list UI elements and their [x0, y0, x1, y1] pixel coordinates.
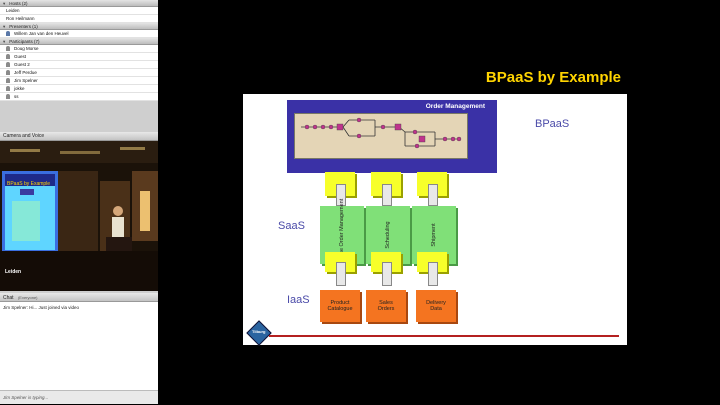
- logo-text: Tilburg: [252, 329, 266, 334]
- participant-row[interactable]: Doug Morse: [0, 45, 158, 53]
- order-management-label: Order Management: [425, 103, 485, 110]
- participant-row[interactable]: Guest 2: [0, 61, 158, 69]
- iaas-label-text: Delivery Data: [426, 299, 446, 313]
- connector-stem: [382, 262, 392, 286]
- participant-icon: [6, 62, 10, 67]
- connector-stem: [336, 262, 346, 286]
- participant-icon: [6, 94, 10, 99]
- chat-message-author: Jim Spelner:: [3, 305, 29, 310]
- iaas-delivery-data: Delivery Data: [416, 290, 456, 322]
- slide-title: BPaaS by Example: [485, 69, 621, 86]
- collapse-triangle-icon[interactable]: ▾: [3, 24, 6, 29]
- participant-icon: [6, 54, 10, 59]
- presenter-icon: [6, 31, 10, 36]
- saas-service-label: Scheduling: [385, 221, 391, 249]
- workflow-graph: [301, 117, 462, 149]
- process-diagram: [294, 113, 468, 159]
- chat-message-text: Hi... Just joined via video: [29, 305, 80, 310]
- participant-name: Guest 2: [14, 61, 30, 67]
- host-row[interactable]: Leiden: [0, 7, 158, 15]
- participant-name: ss: [14, 93, 19, 99]
- participant-row[interactable]: ss: [0, 93, 158, 101]
- iaas-label-text: Sales Orders: [377, 299, 395, 313]
- hosts-header[interactable]: ▾ Hosts (2): [0, 0, 158, 7]
- chat-scope[interactable]: (Everyone): [17, 295, 38, 300]
- host-row[interactable]: Ron Heilmann: [0, 15, 158, 23]
- participant-icon: [6, 86, 10, 91]
- presentation-slide: BPaaS by Example Order Management: [243, 58, 627, 346]
- iaas-label: IaaS: [287, 294, 310, 306]
- iaas-label-text: Product Catalogue: [327, 299, 353, 313]
- connector-stem: [382, 184, 392, 206]
- bpaas-label: BPaaS: [535, 118, 570, 130]
- collapse-triangle-icon[interactable]: ▾: [3, 1, 6, 6]
- camera-video[interactable]: BPaaS by Example Leiden: [0, 141, 158, 291]
- collapse-triangle-icon[interactable]: ▾: [3, 39, 6, 44]
- participants-header[interactable]: ▾ Participants (7): [0, 38, 158, 45]
- presenters-header[interactable]: ▾ Presenters (1): [0, 23, 158, 30]
- chat-input[interactable]: Jim Spelner is typing...: [0, 390, 158, 404]
- chat-messages: Jim Spelner: Hi... Just joined via video: [0, 302, 158, 390]
- camera-scene: BPaaS by Example: [0, 141, 158, 291]
- camera-header: Camera and Voice: [0, 132, 158, 141]
- participant-row[interactable]: Jim Spelner: [0, 77, 158, 85]
- hosts-header-label: Hosts (2): [9, 1, 28, 6]
- host-name: Leiden: [6, 7, 20, 13]
- saas-service-label: Shipment: [431, 223, 437, 247]
- presenter-row[interactable]: Willem Jan van den Heuvel: [0, 30, 158, 38]
- participant-icon: [6, 46, 10, 51]
- chat-message: Jim Spelner: Hi... Just joined via video: [3, 305, 155, 310]
- camera-label: Leiden: [5, 269, 22, 275]
- presenters-header-label: Presenters (1): [9, 24, 38, 29]
- participant-name: Guest: [14, 53, 27, 59]
- participant-icon: [6, 78, 10, 83]
- camera-screen-title: BPaaS by Example: [7, 181, 50, 187]
- chat-header: Chat (Everyone): [0, 293, 158, 302]
- connector-stem: [428, 184, 438, 206]
- participant-name: Doug Morse: [14, 45, 39, 51]
- participant-row[interactable]: Jeff Perdue: [0, 69, 158, 77]
- host-name: Ron Heilmann: [6, 15, 35, 21]
- iaas-product-catalogue: Product Catalogue: [320, 290, 360, 322]
- presenter-name: Willem Jan van den Heuvel: [14, 30, 69, 36]
- order-management-box: Order Management: [287, 100, 497, 173]
- connector-stem: [336, 184, 346, 206]
- chat-header-label: Chat: [3, 295, 14, 301]
- saas-label: SaaS: [278, 220, 305, 232]
- iaas-sales-orders: Sales Orders: [366, 290, 406, 322]
- camera-header-label: Camera and Voice: [3, 133, 45, 139]
- participant-row[interactable]: Guest: [0, 53, 158, 61]
- slide-title-bar: BPaaS by Example: [243, 58, 627, 94]
- typing-status: Jim Spelner is typing...: [3, 395, 49, 400]
- participant-name: Jeff Perdue: [14, 69, 37, 75]
- participant-row[interactable]: jokke: [0, 85, 158, 93]
- participant-name: jokke: [14, 85, 25, 91]
- connector-stem: [428, 262, 438, 286]
- participants-header-label: Participants (7): [9, 39, 40, 44]
- participant-icon: [6, 70, 10, 75]
- footer-divider: [269, 335, 619, 337]
- participant-name: Jim Spelner: [14, 77, 38, 83]
